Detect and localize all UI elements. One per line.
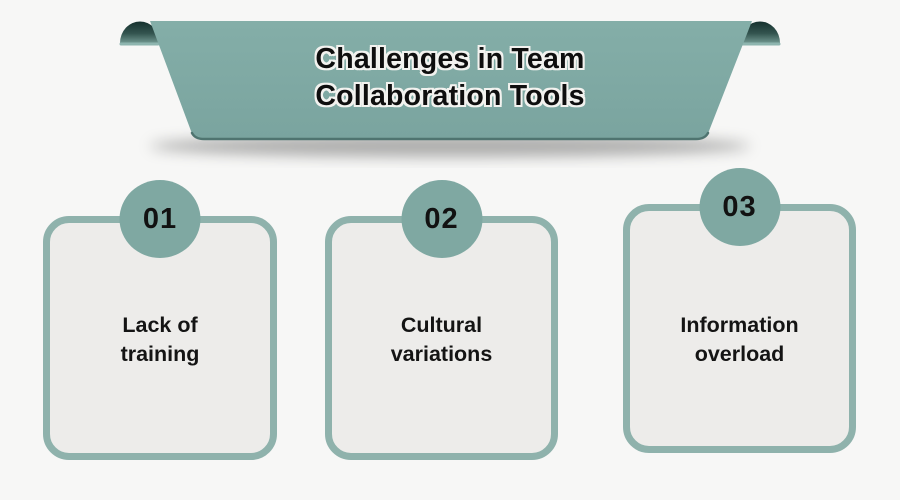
banner-shadow	[150, 135, 750, 157]
number-badge-2: 02	[401, 180, 482, 258]
banner-title: Challenges in Team Collaboration Tools	[315, 43, 585, 112]
number-badge-3: 03	[699, 168, 780, 246]
number-badge-1-text: 01	[142, 202, 178, 235]
challenge-card-1: 01 Lack of training	[43, 180, 277, 460]
ribbon-banner	[119, 21, 781, 157]
challenge-card-2: 02 Cultural variations	[325, 180, 558, 460]
banner-body	[150, 21, 752, 140]
number-badge-1: 01	[119, 180, 201, 258]
banner-right-curl-icon	[740, 21, 781, 46]
card-2-label: Cultural variations	[390, 313, 493, 366]
card-3-label: Information overload	[680, 313, 799, 366]
banner-left-curl-icon	[119, 21, 160, 46]
banner-bottom-edge	[190, 131, 710, 141]
number-badge-3-text: 03	[722, 190, 757, 223]
challenge-card-3: 03 Information overload	[623, 168, 856, 453]
card-1-label: Lack of training	[120, 313, 200, 366]
number-badge-2-text: 02	[424, 202, 459, 235]
